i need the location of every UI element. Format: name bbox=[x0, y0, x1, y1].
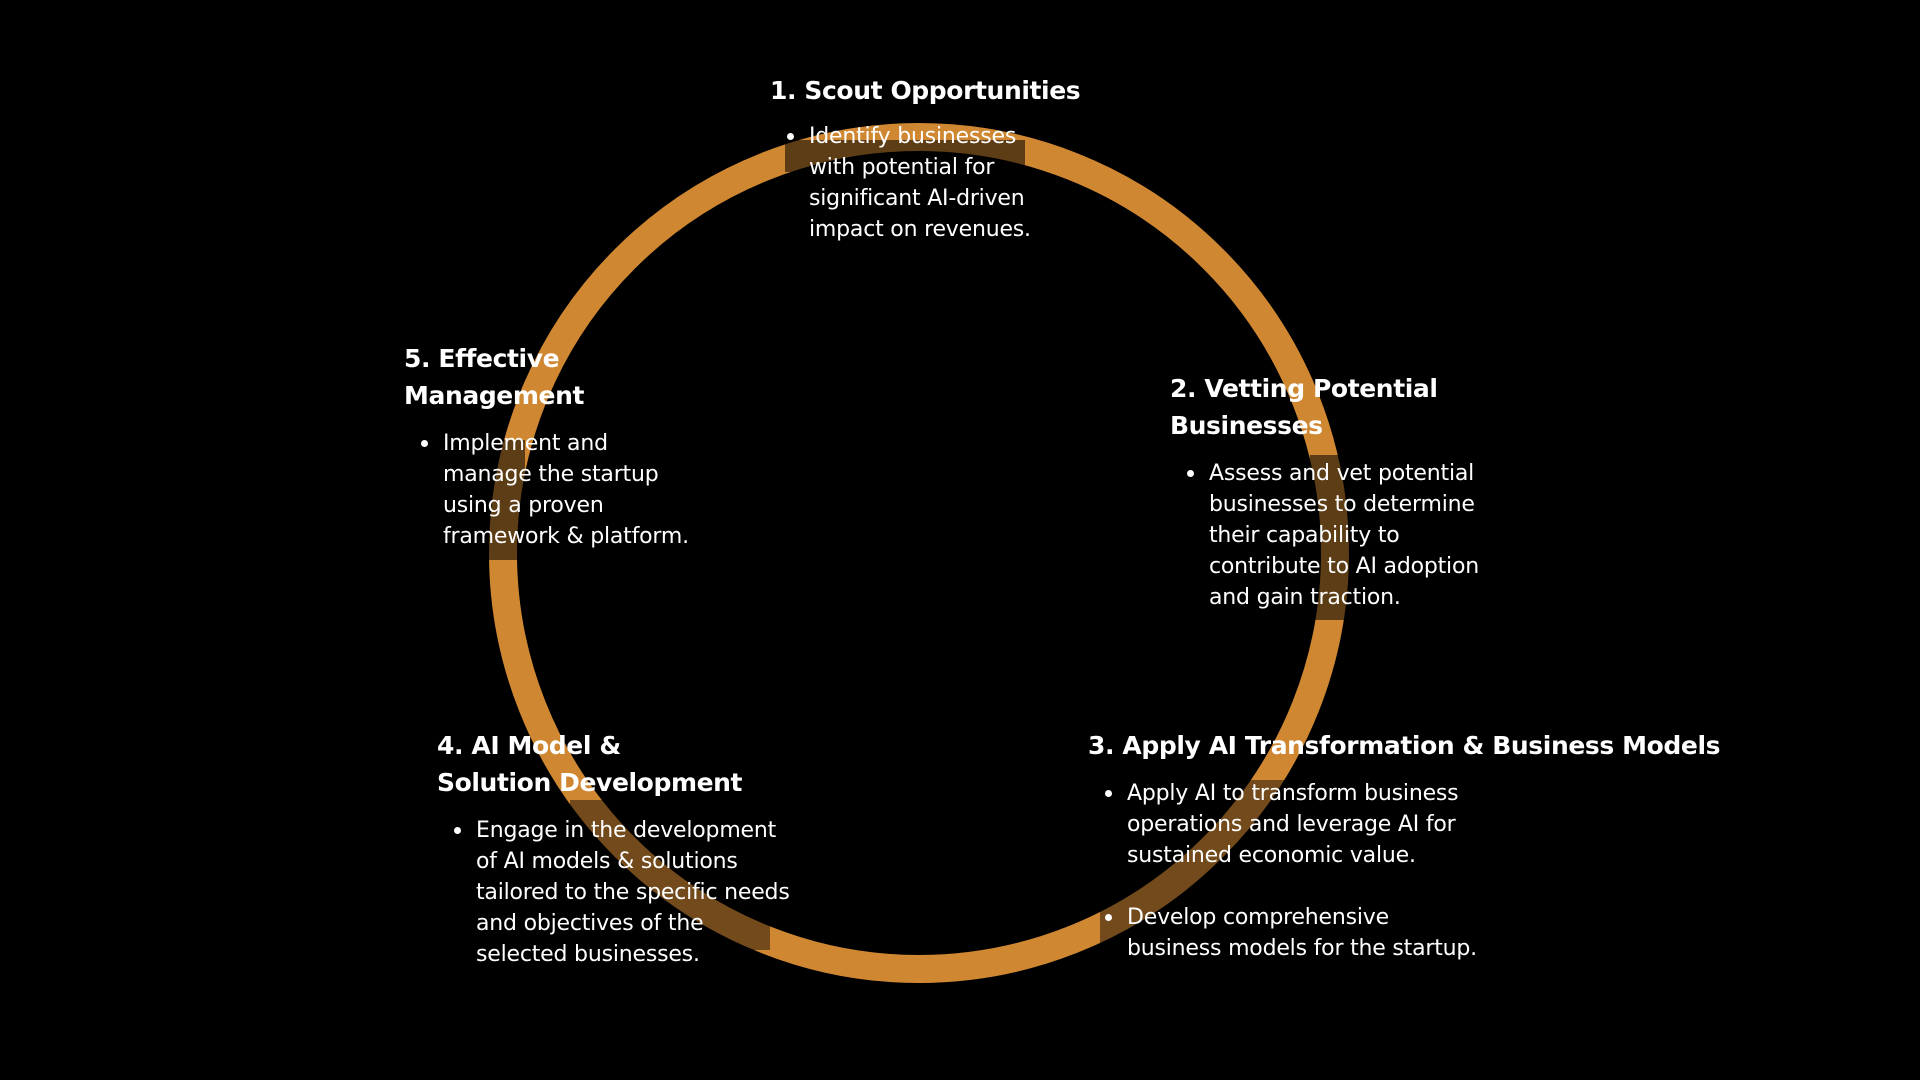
bullet-line: with potential for bbox=[809, 155, 995, 180]
step-5-bullets: Implement and manage the startup using a… bbox=[421, 428, 713, 552]
step-5-effective-management: 5. Effective Management Implement and ma… bbox=[404, 340, 704, 552]
step-2-bullets: Assess and vet potential businesses to d… bbox=[1187, 458, 1509, 613]
step-4-title-line: 4. AI Model & bbox=[437, 731, 621, 760]
step-3-apply-ai-transformation: 3. Apply AI Transformation & Business Mo… bbox=[1088, 727, 1728, 964]
step-1-bullets: Identify businesses with potential for s… bbox=[787, 121, 1079, 245]
step-4-title: 4. AI Model & Solution Development bbox=[437, 727, 797, 801]
step-2-title-line: 2. Vetting Potential bbox=[1170, 374, 1438, 403]
step-2-title-line: Businesses bbox=[1170, 411, 1323, 440]
step-1-title-line: 1. Scout Opportunities bbox=[770, 76, 1081, 105]
bullet-line: impact on revenues. bbox=[809, 217, 1031, 242]
step-1-bullet-1: Identify businesses with potential for s… bbox=[787, 121, 1079, 245]
bullet-line: Identify businesses bbox=[809, 124, 1017, 149]
bullet-line: and gain traction. bbox=[1209, 585, 1401, 610]
bullet-line: Assess and vet potential bbox=[1209, 461, 1475, 486]
step-3-title: 3. Apply AI Transformation & Business Mo… bbox=[1088, 727, 1728, 764]
step-4-ai-model-solution-development: 4. AI Model & Solution Development Engag… bbox=[437, 727, 797, 970]
bullet-line: and objectives of the bbox=[476, 911, 704, 936]
step-4-bullet-1: Engage in the development of AI models &… bbox=[454, 815, 816, 970]
step-4-bullets: Engage in the development of AI models &… bbox=[454, 815, 816, 970]
bullet-line: business models for the startup. bbox=[1127, 936, 1477, 961]
step-3-bullets: Apply AI to transform business operation… bbox=[1105, 778, 1527, 964]
step-3-bullet-2: Develop comprehensive business models fo… bbox=[1105, 902, 1527, 964]
bullet-line: contribute to AI adoption bbox=[1209, 554, 1479, 579]
step-5-bullet-1: Implement and manage the startup using a… bbox=[421, 428, 713, 552]
text-overlay-step2 bbox=[1310, 455, 1350, 620]
text-overlay-step5 bbox=[485, 440, 525, 560]
text-overlay-step4 bbox=[570, 800, 770, 950]
bullet-line: manage the startup bbox=[443, 462, 659, 487]
step-3-bullet-1: Apply AI to transform business operation… bbox=[1105, 778, 1527, 871]
step-5-title-line: 5. Effective bbox=[404, 344, 560, 373]
bullet-line: significant AI-driven bbox=[809, 186, 1025, 211]
bullet-line: Implement and bbox=[443, 431, 608, 456]
bullet-line: Engage in the development bbox=[476, 818, 777, 843]
bullet-line: Apply AI to transform business bbox=[1127, 781, 1459, 806]
step-4-title-line: Solution Development bbox=[437, 768, 743, 797]
bullet-line: sustained economic value. bbox=[1127, 843, 1416, 868]
step-1-title: 1. Scout Opportunities bbox=[770, 72, 1110, 109]
bullet-line: of AI models & solutions bbox=[476, 849, 738, 874]
bullet-line: businesses to determine bbox=[1209, 492, 1475, 517]
bullet-line: their capability to bbox=[1209, 523, 1400, 548]
bullet-line: Develop comprehensive bbox=[1127, 905, 1389, 930]
bullet-line: framework & platform. bbox=[443, 524, 689, 549]
step-2-vetting-potential-businesses: 2. Vetting Potential Businesses Assess a… bbox=[1170, 370, 1570, 613]
bullet-line: selected businesses. bbox=[476, 942, 700, 967]
bullet-line: tailored to the specific needs bbox=[476, 880, 790, 905]
text-overlay-step1 bbox=[785, 140, 1025, 172]
step-2-title: 2. Vetting Potential Businesses bbox=[1170, 370, 1570, 444]
step-5-title: 5. Effective Management bbox=[404, 340, 704, 414]
bullet-line: using a proven bbox=[443, 493, 604, 518]
step-5-title-line: Management bbox=[404, 381, 585, 410]
bullet-line: operations and leverage AI for bbox=[1127, 812, 1456, 837]
step-2-bullet-1: Assess and vet potential businesses to d… bbox=[1187, 458, 1509, 613]
step-1-scout-opportunities: 1. Scout Opportunities Identify business… bbox=[770, 72, 1110, 245]
step-3-title-line: 3. Apply AI Transformation & Business Mo… bbox=[1088, 731, 1721, 760]
text-overlay-step3 bbox=[1100, 780, 1330, 950]
